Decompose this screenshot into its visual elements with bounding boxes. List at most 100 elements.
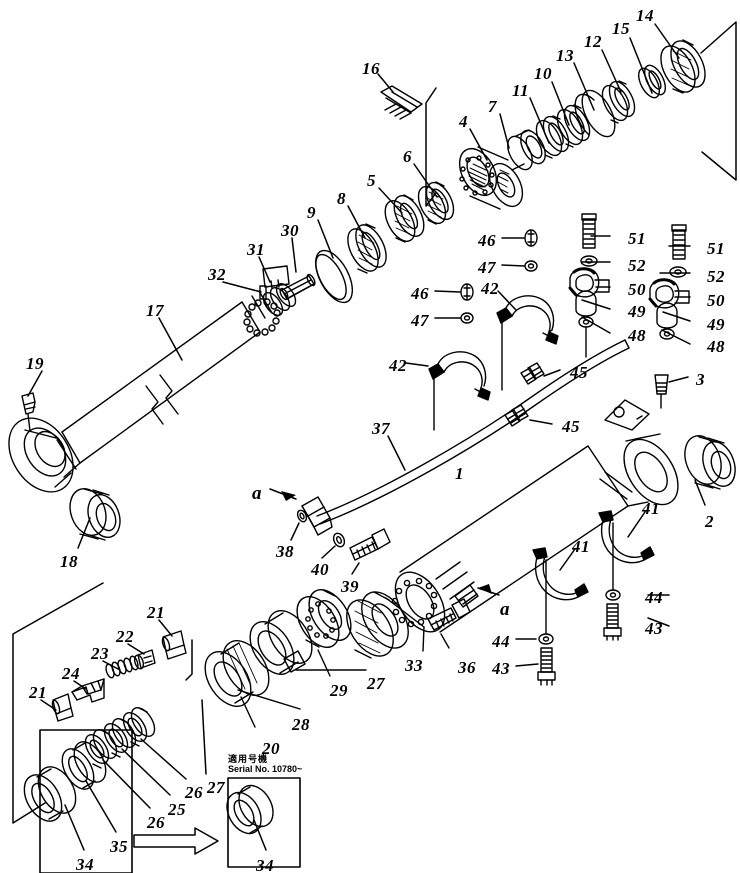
callout-43-upper: 43: [645, 619, 663, 638]
leader-lines-valve: [40, 619, 173, 711]
detail-box-serial: [227, 777, 301, 868]
part-40-washer: [332, 532, 346, 548]
callout-9: 9: [307, 203, 316, 222]
part-17-piston-rod: [61, 283, 297, 464]
callout-45-lower: 45: [562, 417, 580, 436]
part-22-plug: [133, 649, 156, 670]
callout-22: 22: [116, 627, 134, 646]
callout-52-right: 52: [707, 267, 725, 286]
part-50-clamp-left: [568, 267, 610, 298]
boundary-bracket-bottom-mid: [185, 639, 193, 681]
part-39-bolt: [349, 528, 391, 561]
serial-note-english: Serial No. 10780~: [228, 764, 303, 775]
part-43-bolt-lower: [537, 647, 556, 686]
part-46-nut-lower: [460, 283, 474, 301]
callout-26-a: 26: [185, 783, 203, 802]
callout-30: 30: [281, 221, 299, 240]
part-44-washer-lower: [538, 559, 554, 645]
callout-48-right: 48: [707, 337, 725, 356]
part-29-bearing: [296, 589, 352, 677]
part-9-o-ring: [315, 249, 353, 304]
part-52-washer-right: [669, 266, 687, 278]
leader-lines-3: [668, 376, 689, 383]
callout-46-lower: 46: [411, 284, 429, 303]
leader-lines-clamp-drop: [433, 317, 503, 431]
callout-13: 13: [556, 46, 574, 65]
part-42-clamp-upper: [496, 295, 559, 345]
callout-36: 36: [458, 658, 476, 677]
part-42-clamp-lower: [428, 351, 491, 401]
part-16-bolt: [380, 85, 423, 120]
part-10-ring: [556, 104, 591, 148]
part-18-bushing: [69, 488, 121, 541]
a-marker-arrow-2: [478, 584, 492, 594]
callout-24: 24: [62, 664, 80, 683]
callout-a-right: a: [500, 599, 510, 620]
part-41-strap-lower: [532, 547, 589, 601]
part-19-grease-fitting: [21, 392, 36, 432]
boundary-bracket-bottom-left: [12, 582, 104, 824]
part-34-bushing-left: [23, 766, 77, 822]
part-1-cylinder-tube: [391, 399, 679, 633]
detail-box-outer: [39, 729, 133, 873]
callout-41-lower: 41: [572, 537, 590, 556]
part-47-washer-upper: [524, 260, 538, 272]
callout-10: 10: [534, 64, 552, 83]
callout-17: 17: [146, 301, 164, 320]
leader-lines-41: [559, 511, 646, 571]
callout-a-left: a: [252, 483, 262, 504]
callout-21-right: 21: [147, 603, 165, 622]
leader-lines-hardware-left: [581, 235, 611, 334]
part-51-bolt-left: [581, 213, 597, 249]
part-2-bushing: [684, 435, 736, 490]
a-marker-arrows: [281, 491, 296, 501]
callout-26-b: 26: [147, 813, 165, 832]
callout-21-left: 21: [29, 683, 47, 702]
part-43-bolt-upper: [603, 603, 622, 641]
callout-47-lower: 47: [411, 311, 429, 330]
part-12-ring: [601, 80, 636, 124]
callout-50-left: 50: [628, 280, 646, 299]
callout-37: 37: [372, 419, 390, 438]
callout-39: 39: [341, 577, 359, 596]
callout-20: 20: [262, 739, 280, 758]
callout-51-right: 51: [707, 239, 725, 258]
callout-3: 3: [696, 370, 705, 389]
leader-lines-45: [529, 369, 561, 425]
callout-40: 40: [311, 560, 329, 579]
part-8-seal: [347, 223, 387, 274]
part-48-washer-right: [659, 328, 675, 340]
callout-44-upper: 44: [645, 588, 663, 607]
part-3-plug: [654, 374, 669, 409]
part-35-bushing: [61, 741, 107, 790]
callout-14: 14: [636, 6, 654, 25]
part-32-pin-group: [243, 285, 281, 337]
bearing-bolt-holes: [305, 601, 336, 639]
callout-49-left: 49: [628, 302, 646, 321]
part-26-ring-b: [84, 729, 118, 769]
part-7-bushing: [507, 129, 546, 171]
callout-6: 6: [403, 147, 412, 166]
flange-bolt-circle: [391, 577, 438, 628]
part-26-ring-a: [122, 707, 156, 747]
part-6-ring: [417, 181, 455, 225]
part-46-nut-upper: [524, 229, 538, 247]
part-37-hydraulic-tube: [301, 339, 630, 536]
part-41-strap-upper: [598, 510, 655, 564]
callout-35: 35: [110, 837, 128, 856]
part-21-cap-right: [161, 630, 187, 660]
callout-29: 29: [330, 681, 348, 700]
callout-25: 25: [168, 800, 186, 819]
part-28-20-piston: [204, 640, 301, 728]
detail-arrow: [133, 827, 219, 855]
callout-45-upper: 45: [570, 363, 588, 382]
callout-15: 15: [612, 19, 630, 38]
part-48-washer-left: [578, 316, 594, 358]
callout-41-upper: 41: [642, 499, 660, 518]
rod-eye-end: [8, 417, 81, 493]
callout-27-upper: 27: [367, 674, 385, 693]
callout-34-detail: 34: [256, 856, 274, 873]
callout-5: 5: [367, 171, 376, 190]
